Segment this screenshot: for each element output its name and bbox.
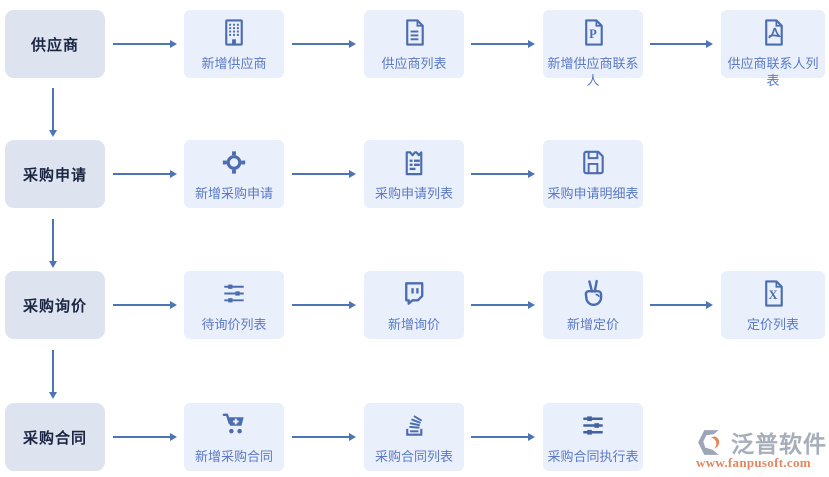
arrow-right [292,301,356,309]
step-box-add-supplier-contact[interactable]: P 新增供应商联系人 [543,10,643,88]
step-label: 新增定价 [566,317,619,332]
sliders-filled-icon [583,416,603,435]
label-box-purchase-inquiry[interactable]: 采购询价 [5,271,105,339]
arrow-right [113,40,177,48]
arrow-right [471,433,535,441]
arrow-right [113,170,177,178]
svg-text:P: P [589,27,597,41]
save-icon [583,150,604,175]
step-label: 新增询价 [387,317,440,332]
step-box-purchase-request-list[interactable]: 采购申请列表 [364,140,464,208]
step-label: 采购申请明细表 [547,186,639,201]
label-box-purchase-request[interactable]: 采购申请 [5,140,105,208]
watermark: 泛普软件 www.fanpusoft.com [693,423,829,473]
arrow-right [292,433,356,441]
arrow-right [471,40,535,48]
step-box-supplier-contact-list[interactable]: 供应商联系人列表 [721,10,825,88]
step-box-add-purchase-contract[interactable]: 新增采购合同 [184,403,284,471]
label-purchase-contract-text: 采购合同 [22,429,87,447]
arrow-down [49,88,57,137]
step-box-add-pricing[interactable]: 新增定价 [543,271,643,339]
step-label: 新增采购申请 [194,186,273,201]
step-label: 供应商联系人列表 [727,56,819,88]
step-label: 供应商列表 [381,56,447,71]
arrow-right [113,301,177,309]
victory-hand-icon [584,279,603,307]
arrow-right [292,40,356,48]
sliders-icon [224,284,244,303]
arrow-right [113,433,177,441]
step-label: 新增供应商联系人 [547,56,639,88]
step-box-add-purchase-request[interactable]: 新增采购申请 [184,140,284,208]
file-x-icon: X [765,280,783,307]
step-label: 待询价列表 [201,317,267,332]
label-purchase-inquiry-text: 采购询价 [22,297,87,315]
document-lines-icon [406,19,424,46]
step-box-purchase-contract-list[interactable]: 采购合同列表 [364,403,464,471]
file-p-icon: P [585,19,603,46]
arrow-down [49,350,57,399]
label-box-supplier[interactable]: 供应商 [5,10,105,78]
step-box-supplier-list[interactable]: 供应商列表 [364,10,464,78]
step-box-add-supplier[interactable]: 新增供应商 [184,10,284,78]
building-icon [225,19,243,46]
target-icon [222,151,246,174]
step-label: 采购申请列表 [374,186,453,201]
step-box-pricing-list[interactable]: X 定价列表 [721,271,825,339]
watermark-brand-text: 泛普软件 [731,432,827,457]
arrow-right [292,170,356,178]
step-label: 新增供应商 [201,56,267,71]
arrow-down [49,219,57,268]
svg-text:X: X [768,288,777,302]
arrow-right [471,170,535,178]
label-purchase-request-text: 采购申请 [22,166,87,184]
label-box-purchase-contract[interactable]: 采购合同 [5,403,105,471]
arrow-right [650,40,713,48]
receipt-icon [405,151,423,176]
label-supplier-text: 供应商 [30,36,79,54]
step-box-add-inquiry[interactable]: 新增询价 [364,271,464,339]
step-box-pending-inquiry-list[interactable]: 待询价列表 [184,271,284,339]
step-label: 采购合同执行表 [547,449,639,464]
watermark-url-text: www.fanpusoft.com [696,455,811,470]
chat-bubble-icon [405,282,424,305]
step-label: 采购合同列表 [374,449,453,464]
cart-plus-icon [222,413,244,434]
step-label: 定价列表 [746,317,799,332]
arrow-right [471,301,535,309]
file-pdf-icon [765,19,783,46]
arrow-right [650,301,713,309]
step-label: 新增采购合同 [194,449,273,464]
step-box-purchase-request-detail[interactable]: 采购申请明细表 [543,140,643,208]
stack-tray-icon [406,415,423,436]
step-box-purchase-contract-execution[interactable]: 采购合同执行表 [543,403,643,471]
fanpu-logo-icon [698,430,720,455]
